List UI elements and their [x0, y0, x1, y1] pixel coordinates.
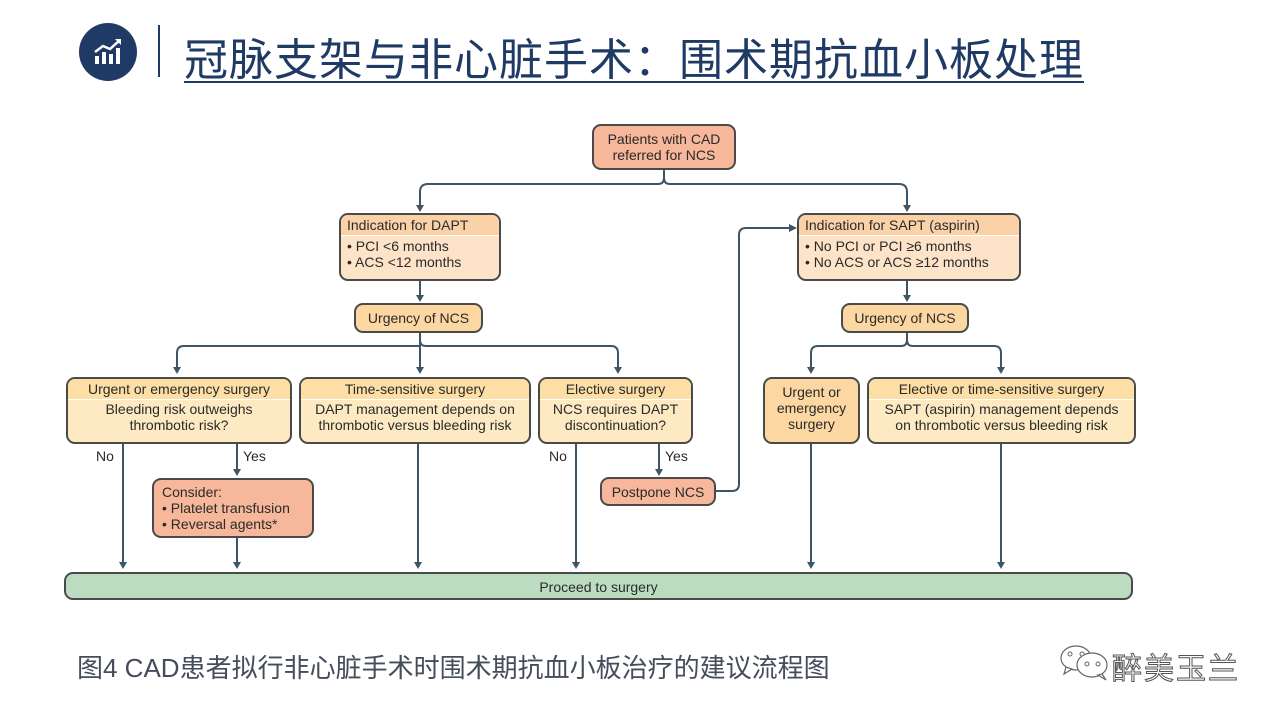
- node-text: Patients with CAD: [607, 131, 721, 147]
- node-postpone-ncs: Postpone NCS: [600, 477, 716, 506]
- branch-label-yes: Yes: [243, 448, 266, 464]
- node-title: Urgent or emergency surgery: [68, 379, 290, 400]
- node-title: Time-sensitive surgery: [301, 379, 529, 400]
- node-patients-cad: Patients with CAD referred for NCS: [592, 124, 736, 170]
- connector-postpone-sapt: [716, 227, 792, 492]
- title-divider: [158, 25, 160, 77]
- node-title: Indication for SAPT (aspirin): [799, 215, 1019, 236]
- branch-label-yes: Yes: [665, 448, 688, 464]
- node-text: Bleeding risk outweighs: [105, 401, 253, 417]
- node-text: emergency: [776, 400, 847, 416]
- bar-chart-growth-icon: [94, 39, 121, 64]
- node-text: Urgent or: [782, 384, 841, 400]
- logo-badge: [79, 23, 137, 81]
- node-text: surgery: [788, 416, 835, 432]
- connector-root-right: [663, 177, 908, 210]
- node-text: Postpone NCS: [611, 484, 705, 500]
- node-text: Urgency of NCS: [854, 310, 956, 326]
- node-consider: Consider: • Platelet transfusion • Rever…: [152, 478, 314, 538]
- node-title: Indication for DAPT: [341, 215, 499, 236]
- node-text: NCS requires DAPT: [552, 401, 679, 417]
- node-sapt-elective: Elective or time-sensitive surgery SAPT …: [867, 377, 1136, 444]
- branch-label-no: No: [549, 448, 567, 464]
- connector-root-split: [419, 169, 665, 210]
- node-title: Elective surgery: [540, 379, 691, 400]
- wechat-icon: [1060, 645, 1108, 681]
- node-dapt-elective: Elective surgery NCS requires DAPT disco…: [538, 377, 693, 444]
- page-title: 冠脉支架与非心脏手术：围术期抗血小板处理: [184, 35, 1084, 86]
- node-title: Consider:: [162, 484, 222, 500]
- node-text: Proceed to surgery: [539, 579, 658, 595]
- connector-dapt-urgency-split: [176, 332, 421, 372]
- node-item: • No ACS or ACS ≥12 months: [805, 254, 989, 270]
- node-title: Elective or time-sensitive surgery: [869, 379, 1134, 400]
- node-text: thrombotic risk?: [129, 417, 229, 433]
- node-sapt-urgent: Urgent or emergency surgery: [763, 377, 860, 444]
- node-indication-dapt: Indication for DAPT • PCI <6 months • AC…: [339, 213, 501, 281]
- node-text: DAPT management depends on: [315, 401, 515, 417]
- connector-sapt-urgency-split: [810, 332, 908, 372]
- node-text: on thrombotic versus bleeding risk: [895, 417, 1108, 433]
- node-proceed-to-surgery: Proceed to surgery: [64, 572, 1133, 600]
- node-urgency-sapt: Urgency of NCS: [841, 303, 969, 333]
- node-item: • No PCI or PCI ≥6 months: [805, 238, 972, 254]
- node-item: • ACS <12 months: [347, 254, 462, 270]
- node-item: • Platelet transfusion: [162, 500, 290, 516]
- node-text: SAPT (aspirin) management depends: [884, 401, 1119, 417]
- node-text: referred for NCS: [612, 147, 716, 163]
- node-item: • PCI <6 months: [347, 238, 449, 254]
- node-text: Urgency of NCS: [367, 310, 470, 326]
- node-dapt-urgent: Urgent or emergency surgery Bleeding ris…: [66, 377, 292, 444]
- node-text: discontinuation?: [564, 417, 667, 433]
- node-text: thrombotic versus bleeding risk: [318, 417, 512, 433]
- node-urgency-dapt: Urgency of NCS: [354, 303, 483, 333]
- watermark-text: 醉美玉兰: [1112, 653, 1240, 687]
- figure-caption: 图4 CAD患者拟行非心脏手术时围术期抗血小板治疗的建议流程图: [77, 653, 830, 683]
- branch-label-no: No: [96, 448, 114, 464]
- node-indication-sapt: Indication for SAPT (aspirin) • No PCI o…: [797, 213, 1021, 281]
- node-item: • Reversal agents*: [162, 516, 278, 532]
- node-dapt-time-sensitive: Time-sensitive surgery DAPT management d…: [299, 377, 531, 444]
